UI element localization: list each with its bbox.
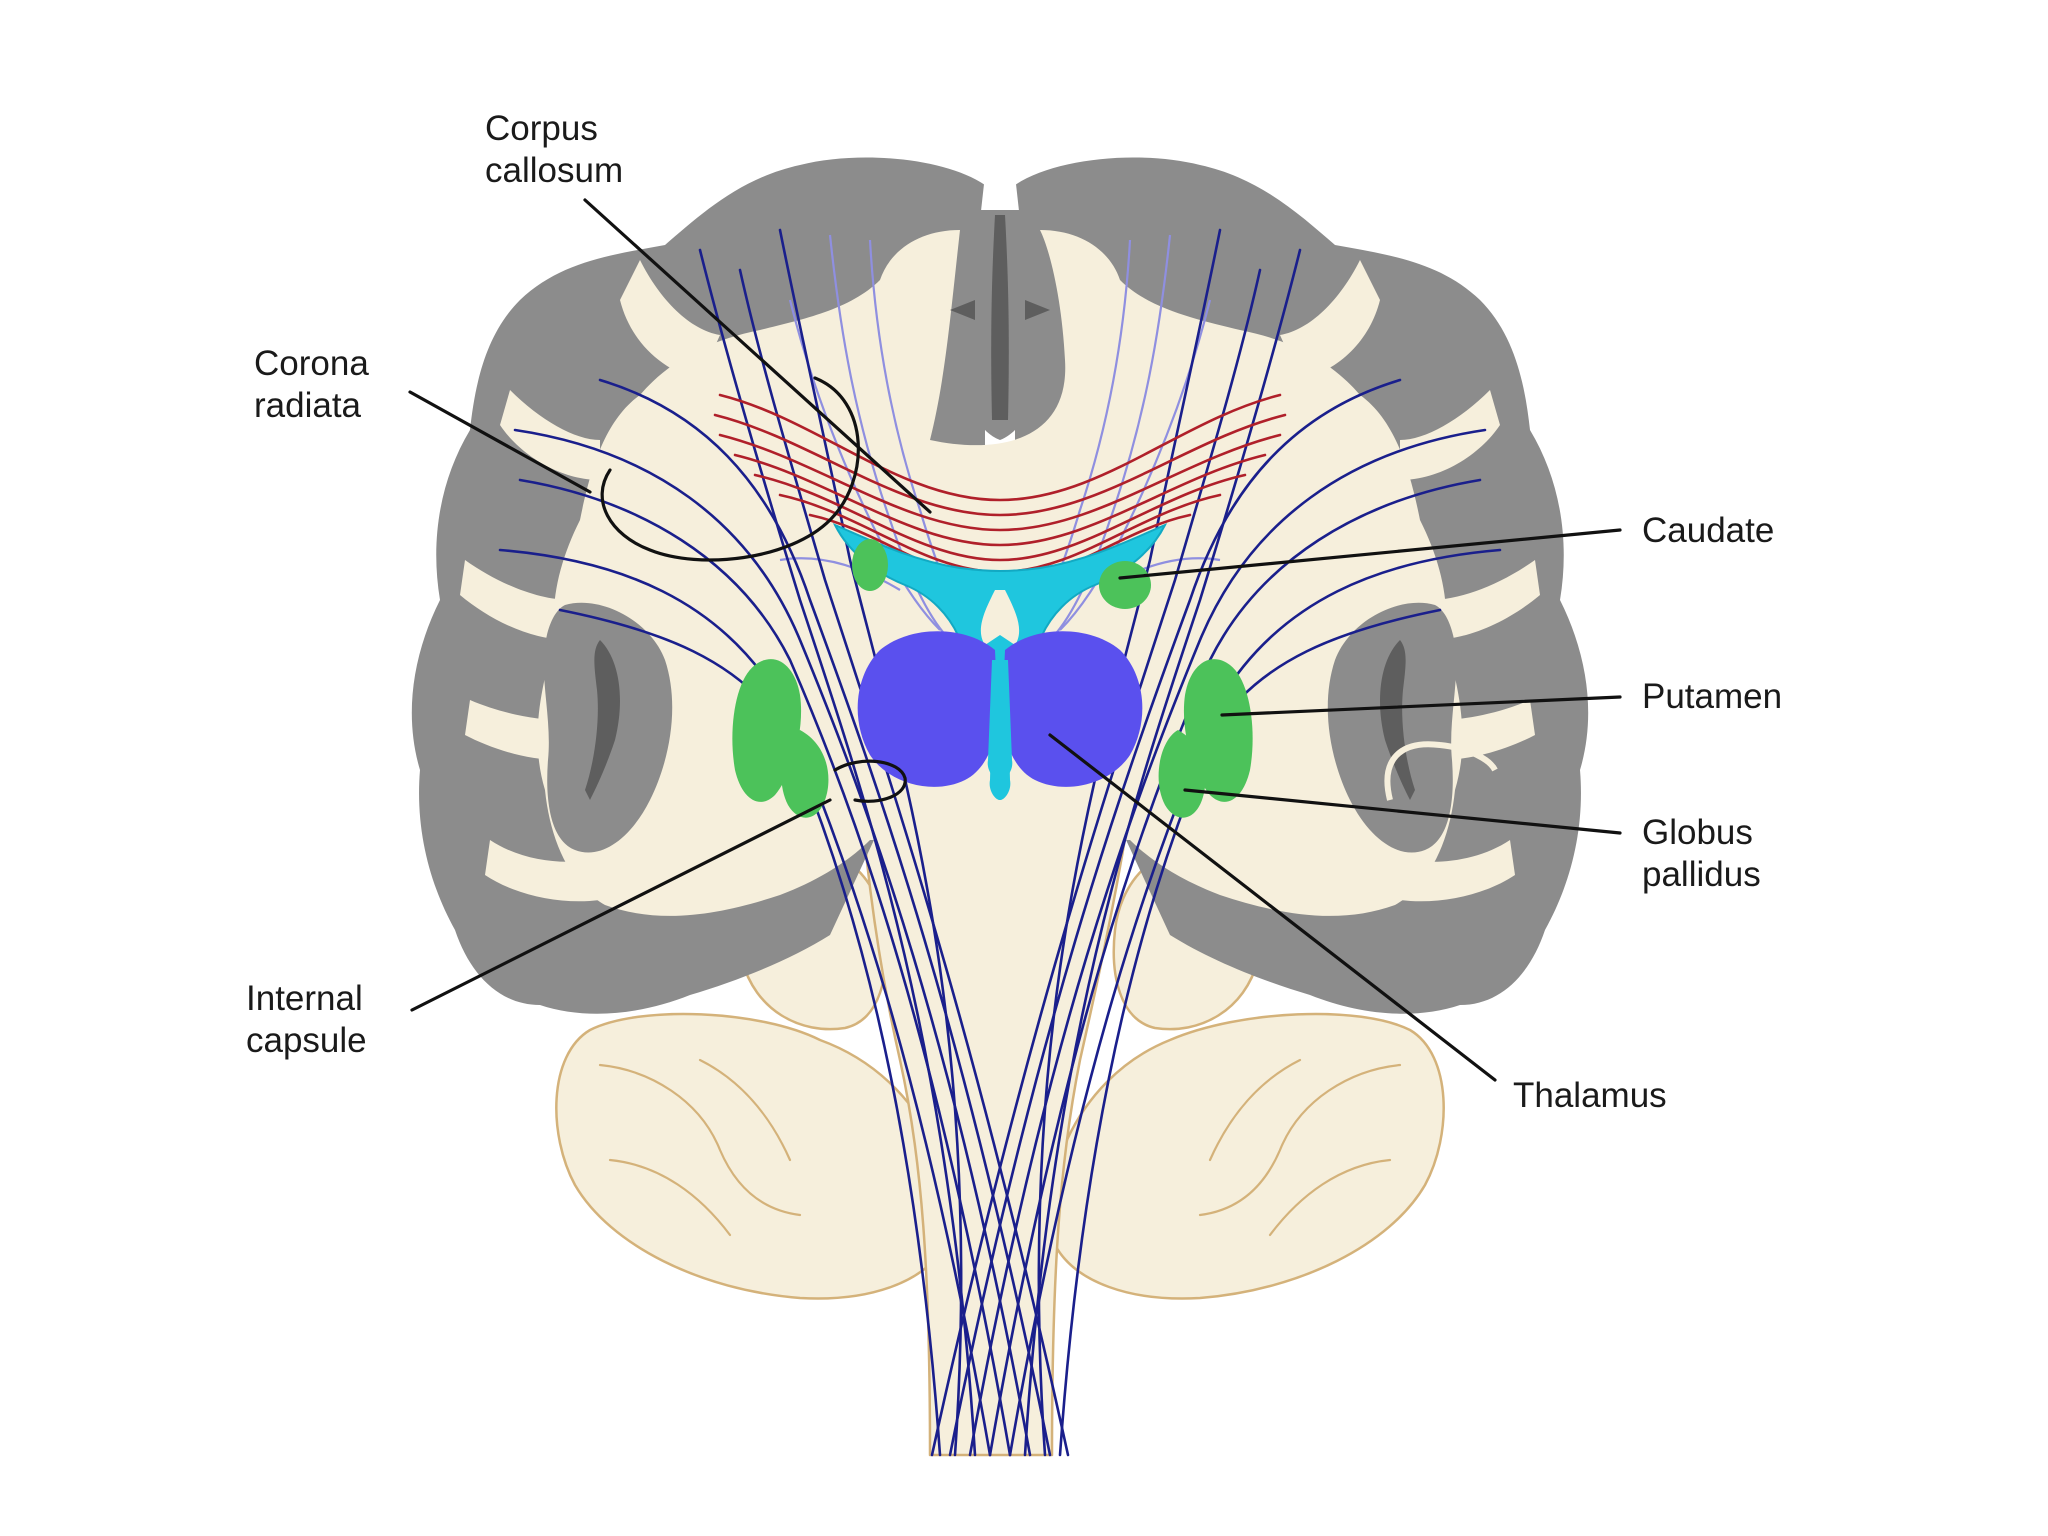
label-caudate: Caudate — [1642, 510, 1774, 552]
right-temporal-sulcus — [1380, 640, 1415, 800]
label-putamen: Putamen — [1642, 676, 1782, 718]
globus-pallidus-pointer — [1183, 788, 1622, 835]
label-globus-pallidus: Globus pallidus — [1642, 812, 1761, 896]
right-temporal-curve — [1384, 741, 1498, 801]
cerebellum-right — [1048, 1012, 1445, 1300]
label-internal-capsule-line1: Internal — [246, 979, 363, 1018]
thalamus — [857, 631, 1143, 787]
label-globus-pallidus-line1: Globus — [1642, 813, 1753, 852]
caudate-pointer — [1118, 528, 1622, 580]
label-corpus-callosum: Corpus callosum — [485, 108, 623, 192]
cerebellum-left — [555, 1012, 952, 1300]
corpus-callosum-pointer — [583, 198, 932, 514]
corona-radiata-pointer — [408, 390, 592, 494]
basal-ganglia — [732, 539, 1253, 818]
cerebellar-folia — [598, 1058, 1402, 1237]
septum — [980, 590, 1020, 645]
label-thalamus: Thalamus — [1513, 1075, 1667, 1117]
label-thalamus-line1: Thalamus — [1513, 1076, 1667, 1115]
corona-radiata-arc — [600, 376, 860, 562]
left-temporal-sulcus — [585, 640, 620, 800]
temporal-lobes — [543, 602, 1498, 853]
label-corona-radiata-line2: radiata — [254, 386, 362, 425]
label-internal-capsule-line2: capsule — [246, 1021, 367, 1060]
label-internal-capsule: Internal capsule — [246, 978, 367, 1062]
third-ventricle-line — [987, 660, 1013, 780]
label-corpus-callosum-line2: callosum — [485, 151, 624, 190]
internal-capsule-arc — [833, 759, 907, 803]
caudate-right — [1099, 561, 1151, 609]
label-corona-radiata: Corona radiata — [254, 343, 369, 427]
label-corona-radiata-line1: Corona — [254, 344, 369, 383]
globus-pallidus-left — [781, 730, 829, 818]
leader-lines — [408, 198, 1622, 1082]
thalamus-pointer — [1048, 733, 1497, 1082]
label-globus-pallidus-line2: pallidus — [1642, 855, 1761, 894]
association-fibers — [779, 234, 1221, 641]
lateral-ventricles — [832, 523, 1168, 781]
fissure-dark — [991, 215, 1009, 420]
label-corpus-callosum-line1: Corpus — [485, 109, 598, 148]
label-caudate-line1: Caudate — [1642, 511, 1775, 550]
longitudinal-fissure — [950, 175, 1050, 440]
internal-capsule-pointer — [410, 798, 832, 1012]
corpus-callosum-fibers — [713, 393, 1287, 584]
label-putamen-line1: Putamen — [1642, 677, 1783, 716]
globus-pallidus-right — [1158, 730, 1206, 818]
caudate-left — [852, 539, 888, 591]
putamen-pointer — [1220, 695, 1622, 717]
